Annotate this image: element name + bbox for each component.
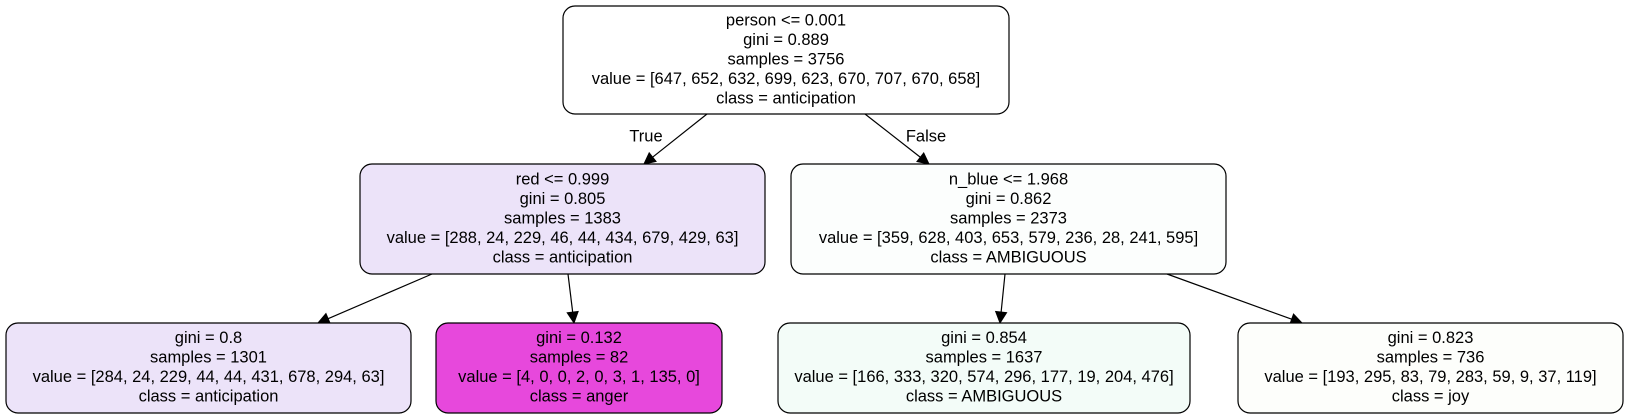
edge-line [864,113,921,158]
arrowhead-icon [566,310,579,325]
node-value: value = [193, 295, 83, 79, 283, 59, 9, 3… [1264,368,1596,386]
node-samples: samples = 82 [530,349,629,367]
node-box [777,322,1191,414]
edge-line [567,273,574,313]
node-box [562,5,1010,115]
edge-n1-to-n2 [316,273,433,325]
edge-line [1000,273,1006,313]
arrowhead-icon [916,151,930,165]
edge-n4-to-n6 [1166,273,1304,326]
node-class: class = anticipation [716,89,856,107]
node-gini: gini = 0.132 [536,329,622,347]
node-box [359,163,766,275]
node-value: value = [4, 0, 0, 2, 0, 3, 1, 135, 0] [458,368,700,386]
node-box [5,322,412,414]
node-samples: samples = 1301 [150,349,267,367]
node-class: class = joy [1392,388,1470,406]
node-box [790,163,1227,275]
node-split-rule: red <= 0.999 [516,170,610,188]
node-class: class = AMBIGUOUS [906,388,1062,406]
node-class: class = anger [530,388,629,406]
edge-root-to-n1: True [629,113,708,165]
node-value: value = [647, 652, 632, 699, 623, 670, 7… [592,70,981,88]
node-value: value = [359, 628, 403, 653, 579, 236, 2… [819,229,1198,247]
edge-line [327,273,433,320]
node-value: value = [288, 24, 229, 46, 44, 434, 679,… [387,229,739,247]
node-box [1237,322,1624,414]
node-samples: samples = 1383 [504,209,621,227]
node-split-rule: n_blue <= 1.968 [949,170,1068,188]
arrowhead-icon [994,310,1008,325]
node-value: value = [284, 24, 229, 44, 44, 431, 678,… [33,368,385,386]
edge-root-to-n4: False [864,113,946,165]
node-class: class = anticipation [139,388,279,406]
node-gini: gini = 0.889 [743,31,829,49]
edge-label-false: False [906,127,946,145]
node-gini: gini = 0.854 [941,329,1027,347]
node-samples: samples = 3756 [728,50,845,68]
edge-n4-to-n5 [994,273,1008,325]
edge-label-true: True [629,127,662,145]
node-gini: gini = 0.862 [966,190,1052,208]
node-class: class = AMBIGUOUS [930,248,1086,266]
node-gini: gini = 0.823 [1388,329,1474,347]
node-split-rule: person <= 0.001 [726,11,846,29]
edge-n1-to-n3 [566,273,579,325]
node-samples: samples = 736 [1377,349,1485,367]
edge-line [652,113,708,158]
node-gini: gini = 0.8 [175,329,242,347]
node-gini: gini = 0.805 [520,190,606,208]
node-box [435,322,723,414]
node-class: class = anticipation [493,248,633,266]
node-samples: samples = 1637 [926,349,1043,367]
edges-layer: True False [316,113,1304,326]
arrowhead-icon [643,151,657,165]
node-samples: samples = 2373 [950,209,1067,227]
arrowhead-icon [316,312,332,325]
node-value: value = [166, 333, 320, 574, 296, 177, 1… [794,368,1173,386]
edge-line [1166,273,1292,320]
